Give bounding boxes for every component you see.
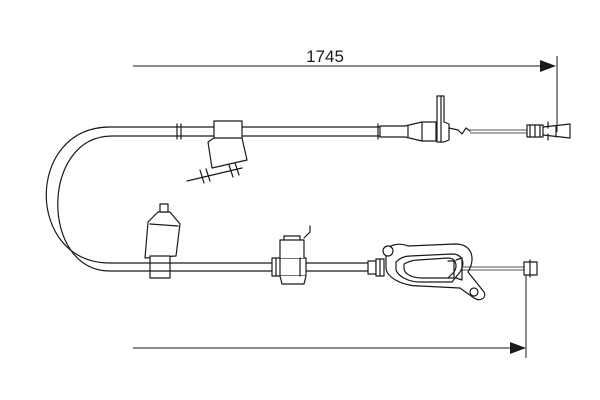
upper-mounting-bracket <box>186 120 248 184</box>
lower-inner-cable <box>462 259 538 278</box>
top-dimension-line <box>133 56 558 132</box>
bottom-dimension-line <box>133 275 527 358</box>
upper-sheath-end-fitting <box>176 121 437 142</box>
dimension-label: 1745 <box>306 47 344 66</box>
rubber-grommet <box>144 203 181 279</box>
lower-mounting-clip <box>271 225 311 285</box>
triangular-end-bracket <box>382 243 486 301</box>
cable-sheath <box>45 126 381 272</box>
upper-abutment-plate <box>436 95 450 143</box>
upper-inner-cable <box>448 127 530 135</box>
lower-sheath-end-fitting <box>367 258 385 277</box>
upper-cable-end-clevis <box>526 121 571 141</box>
